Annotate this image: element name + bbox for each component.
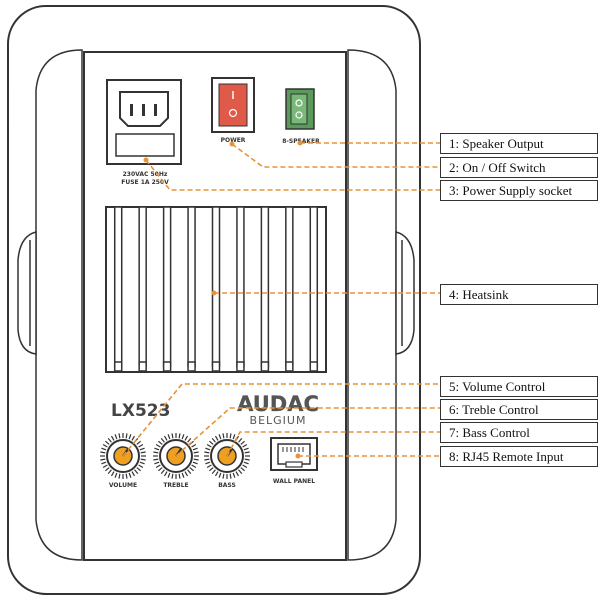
callout-heatsink: 4: Heatsink — [440, 284, 598, 305]
heatsink-fin-foot — [285, 361, 294, 372]
treble-knob-label: TREBLE — [163, 482, 188, 489]
brand-subtitle: BELGIUM — [250, 414, 307, 427]
heatsink-fin — [260, 206, 270, 367]
bass-knob[interactable] — [204, 433, 250, 479]
heatsink-fin-foot — [260, 361, 270, 372]
heatsink-fin-foot — [309, 361, 319, 372]
leader-volume — [122, 383, 440, 457]
leader-treble — [175, 407, 440, 457]
cabinet-inner-left — [35, 49, 83, 561]
callout-treble: 6: Treble Control — [440, 399, 598, 420]
callout-rj45: 8: RJ45 Remote Input — [440, 446, 598, 467]
callout-bass: 7: Bass Control — [440, 422, 598, 443]
heatsink-fin-foot — [236, 361, 245, 372]
cabinet-inner-right — [347, 49, 397, 561]
heatsink-fin-foot — [138, 361, 147, 372]
power-supply-socket — [106, 79, 182, 165]
callout-volume: 5: Volume Control — [440, 376, 598, 397]
heatsink-fin — [113, 206, 123, 367]
heatsink-fin — [285, 206, 294, 367]
heatsink-fin — [236, 206, 245, 367]
leader-endpoints — [143, 140, 303, 459]
leader-power-switch — [231, 143, 440, 168]
heatsink-fin — [138, 206, 147, 367]
heatsink-fin — [162, 206, 172, 367]
heatsink-fin-foot — [113, 361, 123, 372]
brand-logo: AUDAC — [237, 392, 319, 416]
power-switch[interactable] — [211, 77, 255, 133]
heatsink — [105, 206, 327, 373]
callout-power-switch: 2: On / Off Switch — [440, 157, 598, 178]
callout-speaker-output: 1: Speaker Output — [440, 133, 598, 154]
power-socket-label-2: FUSE 1A 250V — [121, 179, 169, 186]
heatsink-fin — [211, 206, 221, 367]
left-grip — [17, 231, 37, 355]
leader-power-socket — [145, 159, 440, 191]
volume-knob-label: VOLUME — [109, 482, 137, 489]
bass-knob-label: BASS — [218, 482, 236, 489]
wall-panel-label: WALL PANEL — [273, 478, 315, 485]
heatsink-fin-foot — [162, 361, 172, 372]
heatsink-fin-foot — [211, 361, 221, 372]
power-socket-label-1: 230VAC 50Hz — [123, 171, 168, 178]
heatsink-fin-foot — [187, 361, 196, 372]
heatsink-fin — [309, 206, 319, 367]
speaker-output-terminal[interactable] — [285, 88, 315, 130]
leader-lines — [122, 142, 440, 457]
heatsink-fin — [187, 206, 196, 367]
leader-bass — [226, 431, 440, 457]
rj45-wall-panel-port[interactable] — [270, 437, 318, 471]
power-switch-label: POWER — [221, 137, 246, 144]
callout-power-socket: 3: Power Supply socket — [440, 180, 598, 201]
model-label: LX523 — [111, 401, 170, 421]
